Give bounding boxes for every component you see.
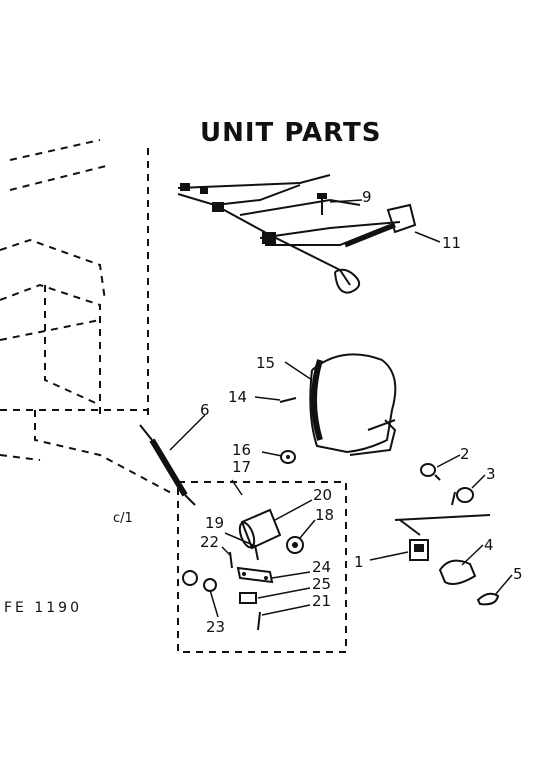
callout-19: 19: [205, 514, 224, 532]
grommet-part-18: [286, 536, 304, 554]
callout-4: 4: [484, 536, 494, 554]
wiring-harness: [177, 174, 417, 294]
overload-part-3: [451, 487, 474, 506]
relay-part-2: [420, 463, 441, 481]
callout-14: 14: [228, 388, 247, 406]
callout-17: 17: [232, 458, 251, 476]
side-label: c/1: [113, 511, 133, 526]
capacitor-part-20: [238, 508, 282, 550]
callout-16: 16: [232, 441, 251, 459]
grommet-part-16: [280, 450, 296, 464]
terminal-part-1: [409, 539, 429, 561]
cover-part-4: [438, 559, 477, 585]
callout-22: 22: [200, 533, 219, 551]
callout-9: 9: [362, 188, 372, 206]
callout-23: 23: [206, 618, 225, 636]
clip-part-5: [476, 592, 500, 606]
leader-lines: [169, 199, 513, 618]
callout-1: 1: [354, 553, 364, 571]
callout-3: 3: [486, 465, 496, 483]
cabinet-outline: [0, 139, 176, 496]
kit-box-part-17: [177, 481, 347, 653]
screw-part-21: [257, 611, 261, 631]
compressor-part-15: [309, 353, 397, 456]
callout-15: 15: [256, 354, 275, 372]
pad-part-25: [239, 592, 257, 604]
callout-25: 25: [312, 575, 331, 593]
callout-2: 2: [460, 445, 470, 463]
callout-21: 21: [312, 592, 331, 610]
callout-6: 6: [200, 401, 210, 419]
callout-18: 18: [315, 506, 334, 524]
assembly-line: [394, 514, 491, 521]
callout-24: 24: [312, 558, 331, 576]
drier-part-6: [139, 424, 196, 506]
corner-mark: FE 1190: [4, 600, 82, 616]
callout-5: 5: [513, 565, 523, 583]
diagram-title: UNIT PARTS: [200, 118, 382, 148]
callout-20: 20: [313, 486, 332, 504]
callout-11: 11: [442, 234, 461, 252]
bracket-part-24: [236, 566, 274, 584]
screw-part-9: [317, 193, 327, 215]
screw-part-19: [254, 544, 259, 561]
bushing-part-23: [182, 570, 217, 592]
callout-labels: 9 11 15 14 6 16 17 20 18 19 22 24 25 21 …: [200, 188, 523, 636]
pin-part-22: [229, 551, 233, 569]
tube-part-14: [279, 397, 297, 403]
